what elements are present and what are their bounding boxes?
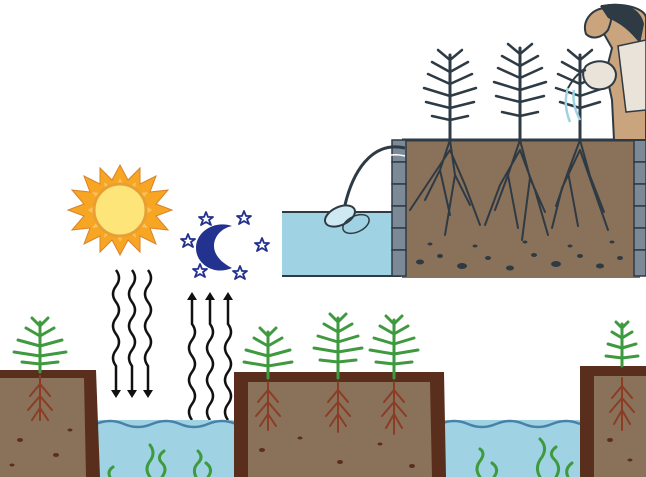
- heat-arrows-up: [189, 296, 231, 420]
- moon-icon: [196, 224, 232, 270]
- wavy-arrow-up-icon: [225, 296, 231, 420]
- star-icon: [193, 264, 207, 277]
- wavy-arrow-up-icon: [189, 296, 195, 420]
- plot-right: [580, 366, 646, 477]
- bed-soil: [402, 140, 640, 278]
- star-icon: [233, 266, 247, 279]
- plot-middle: [234, 372, 446, 477]
- wavy-arrow-down-icon: [113, 270, 119, 394]
- heat-arrows-down: [113, 270, 151, 394]
- sun-icon: [68, 165, 172, 255]
- star-icon: [199, 212, 213, 225]
- wavy-arrow-down-icon: [145, 270, 151, 394]
- star-icon: [237, 211, 251, 224]
- stone-wall-left: [392, 140, 406, 276]
- wavy-arrow-up-icon: [207, 296, 213, 420]
- plot-left: [0, 370, 100, 477]
- raised-garden-bed: [282, 140, 646, 278]
- stone-wall-right: [634, 140, 646, 276]
- star-icon: [255, 238, 269, 251]
- wavy-arrow-down-icon: [129, 270, 135, 394]
- star-icon: [181, 234, 195, 247]
